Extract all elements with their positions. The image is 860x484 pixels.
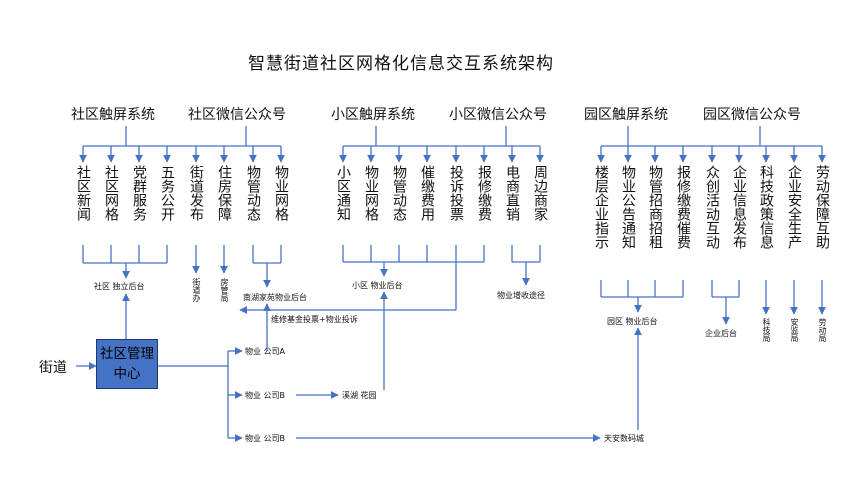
label-value-added: 物业增收途径 (497, 291, 545, 300)
label-safety-bureau: 安监局 (790, 318, 799, 342)
label-xihu-garden: 溪湖 花园 (342, 391, 377, 400)
label-nanhu-backend: 南湖家苑物业后台 (243, 293, 307, 302)
module-nearby-shops: 周边商家 (532, 165, 548, 221)
label-property-b-1: 物业 公司B (245, 391, 286, 400)
module-street-release: 街道发布 (188, 165, 204, 221)
module-estate-grid: 物业网格 (363, 165, 379, 221)
module-property-grid: 物业网格 (273, 165, 289, 221)
module-community-news: 社区新闻 (75, 165, 91, 221)
system-community-touchscreen: 社区触屏系统 (71, 107, 155, 123)
label-park-backend: 园区 物业后台 (607, 317, 658, 326)
label-community-backend: 社区 独立后台 (94, 282, 145, 291)
module-five-affairs: 五务公开 (159, 165, 175, 221)
module-estate-notice: 小区通知 (335, 165, 351, 221)
module-community-grid: 社区网格 (103, 165, 119, 221)
module-tech-policy: 科技政策信息 (758, 165, 774, 249)
label-housing-bureau: 房管局 (220, 278, 229, 302)
community-management-center: 社区管理中心 (96, 339, 158, 389)
label-property-b-2: 物业 公司B (245, 434, 286, 443)
module-maker-activity: 众创活动互动 (704, 165, 720, 249)
label-labor-bureau: 劳动局 (818, 318, 827, 342)
module-park-repair: 报修缴费催费 (675, 165, 691, 249)
module-enterprise-release: 企业信息发布 (731, 165, 747, 249)
label-street-office: 街道办 (192, 278, 201, 302)
module-safety-production: 企业安全生产 (786, 165, 802, 249)
system-park-touchscreen: 园区触屏系统 (584, 107, 668, 123)
module-party-service: 党群服务 (131, 165, 147, 221)
system-community-wechat: 社区微信公众号 (188, 107, 286, 123)
module-property-news: 物管动态 (245, 165, 261, 221)
module-ecommerce: 电商直销 (504, 165, 520, 221)
label-estate-backend: 小区 物业后台 (352, 281, 403, 290)
module-floor-guide: 楼层企业指示 (593, 165, 609, 249)
label-sci-bureau: 科技局 (762, 318, 771, 342)
system-park-wechat: 园区微信公众号 (703, 107, 801, 123)
system-estate-wechat: 小区微信公众号 (449, 107, 547, 123)
label-street: 街道 (39, 360, 67, 376)
module-fee-reminder: 催缴费用 (419, 165, 435, 221)
module-labor-mutual: 劳动保障互助 (814, 165, 830, 249)
label-tianan: 天安数码城 (604, 434, 644, 443)
module-housing: 住房保障 (216, 165, 232, 221)
module-complaint-vote: 投诉投票 (448, 165, 464, 221)
label-property-a: 物业 公司A (245, 347, 286, 356)
label-enterprise-backend: 企业后台 (705, 329, 737, 338)
module-estate-news: 物管动态 (391, 165, 407, 221)
label-maintenance-fund: 维修基金投票+物业投诉 (271, 315, 358, 324)
module-park-notice: 物业公告通知 (620, 165, 636, 249)
module-leasing: 物管招商招租 (647, 165, 663, 249)
diagram-title: 智慧街道社区网格化信息交互系统架构 (248, 54, 554, 74)
system-estate-touchscreen: 小区触屏系统 (331, 107, 415, 123)
module-repair-pay: 报修缴费 (476, 165, 492, 221)
